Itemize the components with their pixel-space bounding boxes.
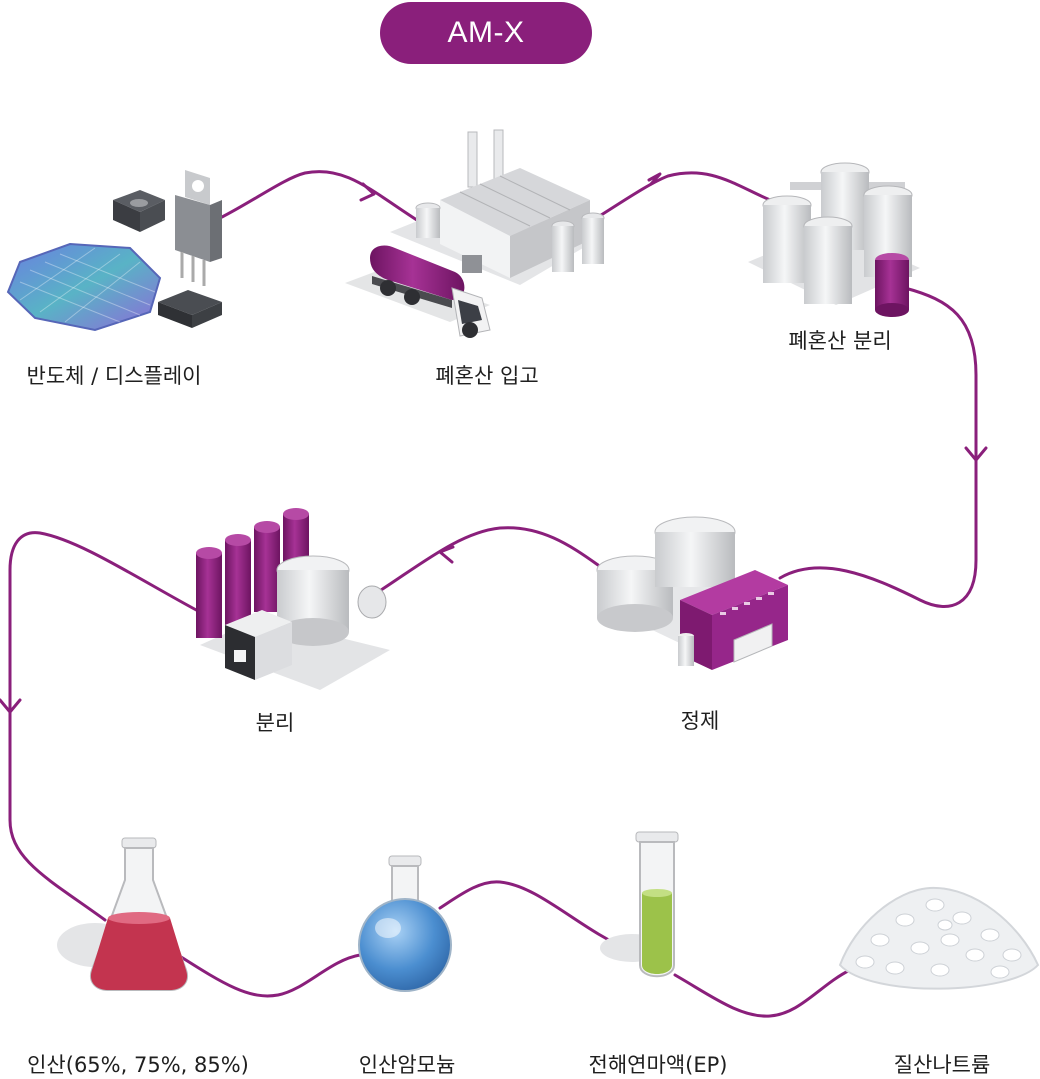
storage-tank-1 [596,555,674,632]
flow-arrow-heads [0,172,988,714]
power-transistor [175,170,222,286]
label-sodium-nitrate: 질산나트륨 [893,1053,991,1077]
smd-chip [158,290,222,328]
factory-truck-illustration [345,129,605,338]
purple-drum [875,253,909,317]
ammonium-phosphate-flask [358,855,452,992]
label-waste-acid-intake: 폐혼산 입고 [435,364,539,388]
control-cabinet [225,610,292,680]
arrow-right-2 [647,172,662,186]
storage-tank-2 [654,516,736,587]
purification-illustration [596,516,788,670]
label-phosphoric-acid: 인산(65%, 75%, 85%) [27,1053,249,1077]
arrow-down-1 [964,446,988,462]
separation-tanks-illustration [748,162,920,317]
chip-package [113,190,165,232]
flow-line [8,170,978,1018]
label-ammonium-phosphate: 인산암모늄 [358,1053,456,1077]
phosphoric-acid-flask [57,837,188,991]
arrow-left-1 [438,545,455,564]
label-electropolishing-solution: 전해연마액(EP) [588,1053,728,1077]
grey-tank-front-2 [803,216,853,304]
reactor-vessel [276,555,387,646]
small-tank [678,633,694,666]
arrow-right-1 [359,182,376,202]
electropolishing-tube [600,831,679,978]
label-separation: 분리 [255,711,295,735]
sodium-nitrate-pile [838,886,1040,990]
label-purification: 정제 [680,709,720,733]
wafer [6,242,162,332]
separator-plant-illustration [196,508,390,690]
semiconductor-illustration [6,170,222,332]
grey-tank-front-1 [762,195,812,283]
label-waste-acid-separation: 폐혼산 분리 [788,329,892,353]
label-semiconductor-display: 반도체 / 디스플레이 [26,364,202,388]
amx-title-badge: AM-X [380,2,592,64]
tanker-truck [370,245,491,338]
arrow-down-2 [0,698,22,714]
